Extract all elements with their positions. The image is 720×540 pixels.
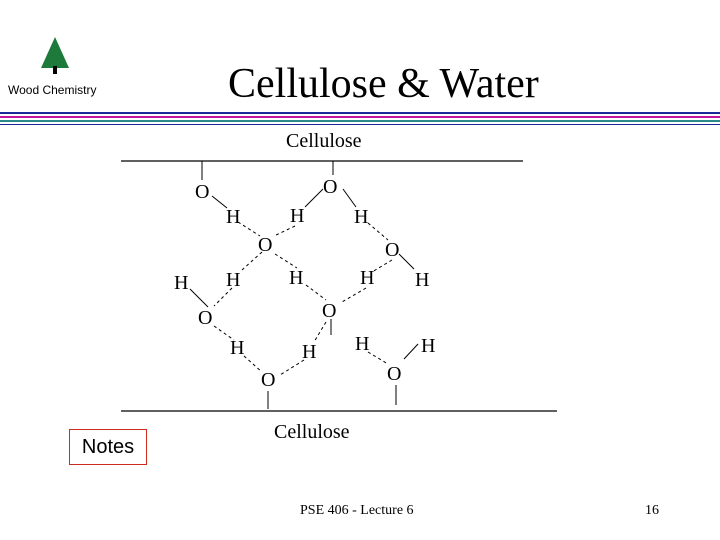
hydrogen-atom: H: [226, 206, 240, 228]
footer-lecture: PSE 406 - Lecture 6: [300, 503, 414, 518]
hydrogen-atom: H: [230, 337, 244, 359]
oxygen-atom: O: [258, 234, 272, 256]
oxygen-atom: O: [195, 181, 209, 203]
hydrogen-atom: H: [360, 267, 374, 289]
hydrogen-atom: H: [226, 269, 240, 291]
oxygen-atom: O: [198, 307, 212, 329]
page-title: Cellulose & Water: [228, 61, 539, 107]
notes-button[interactable]: Notes: [69, 429, 147, 465]
title-divider: [0, 112, 720, 125]
hydrogen-atom: H: [302, 341, 316, 363]
page-number: 16: [645, 503, 659, 518]
hydrogen-atom: H: [415, 269, 429, 291]
hydrogen-atom: H: [174, 272, 188, 294]
diagram-bottom-label: Cellulose: [274, 421, 350, 443]
covalent-bonds: [189, 188, 419, 409]
hydrogen-bonds: [213, 221, 393, 376]
hydrogen-atom: H: [290, 205, 304, 227]
oxygen-atom: O: [323, 176, 337, 198]
brand-label: Wood Chemistry: [8, 83, 97, 97]
hydrogen-atom: H: [355, 333, 369, 355]
hydrogen-atom: H: [421, 335, 435, 357]
diagram-top-label: Cellulose: [286, 130, 362, 152]
oxygen-atom: O: [261, 369, 275, 391]
oxygen-atom: O: [385, 239, 399, 261]
hydrogen-atom: H: [354, 206, 368, 228]
hydrogen-atom: H: [289, 267, 303, 289]
tree-logo-icon: [41, 37, 69, 74]
oxygen-atom: O: [387, 363, 401, 385]
oxygen-atom: O: [322, 300, 336, 322]
